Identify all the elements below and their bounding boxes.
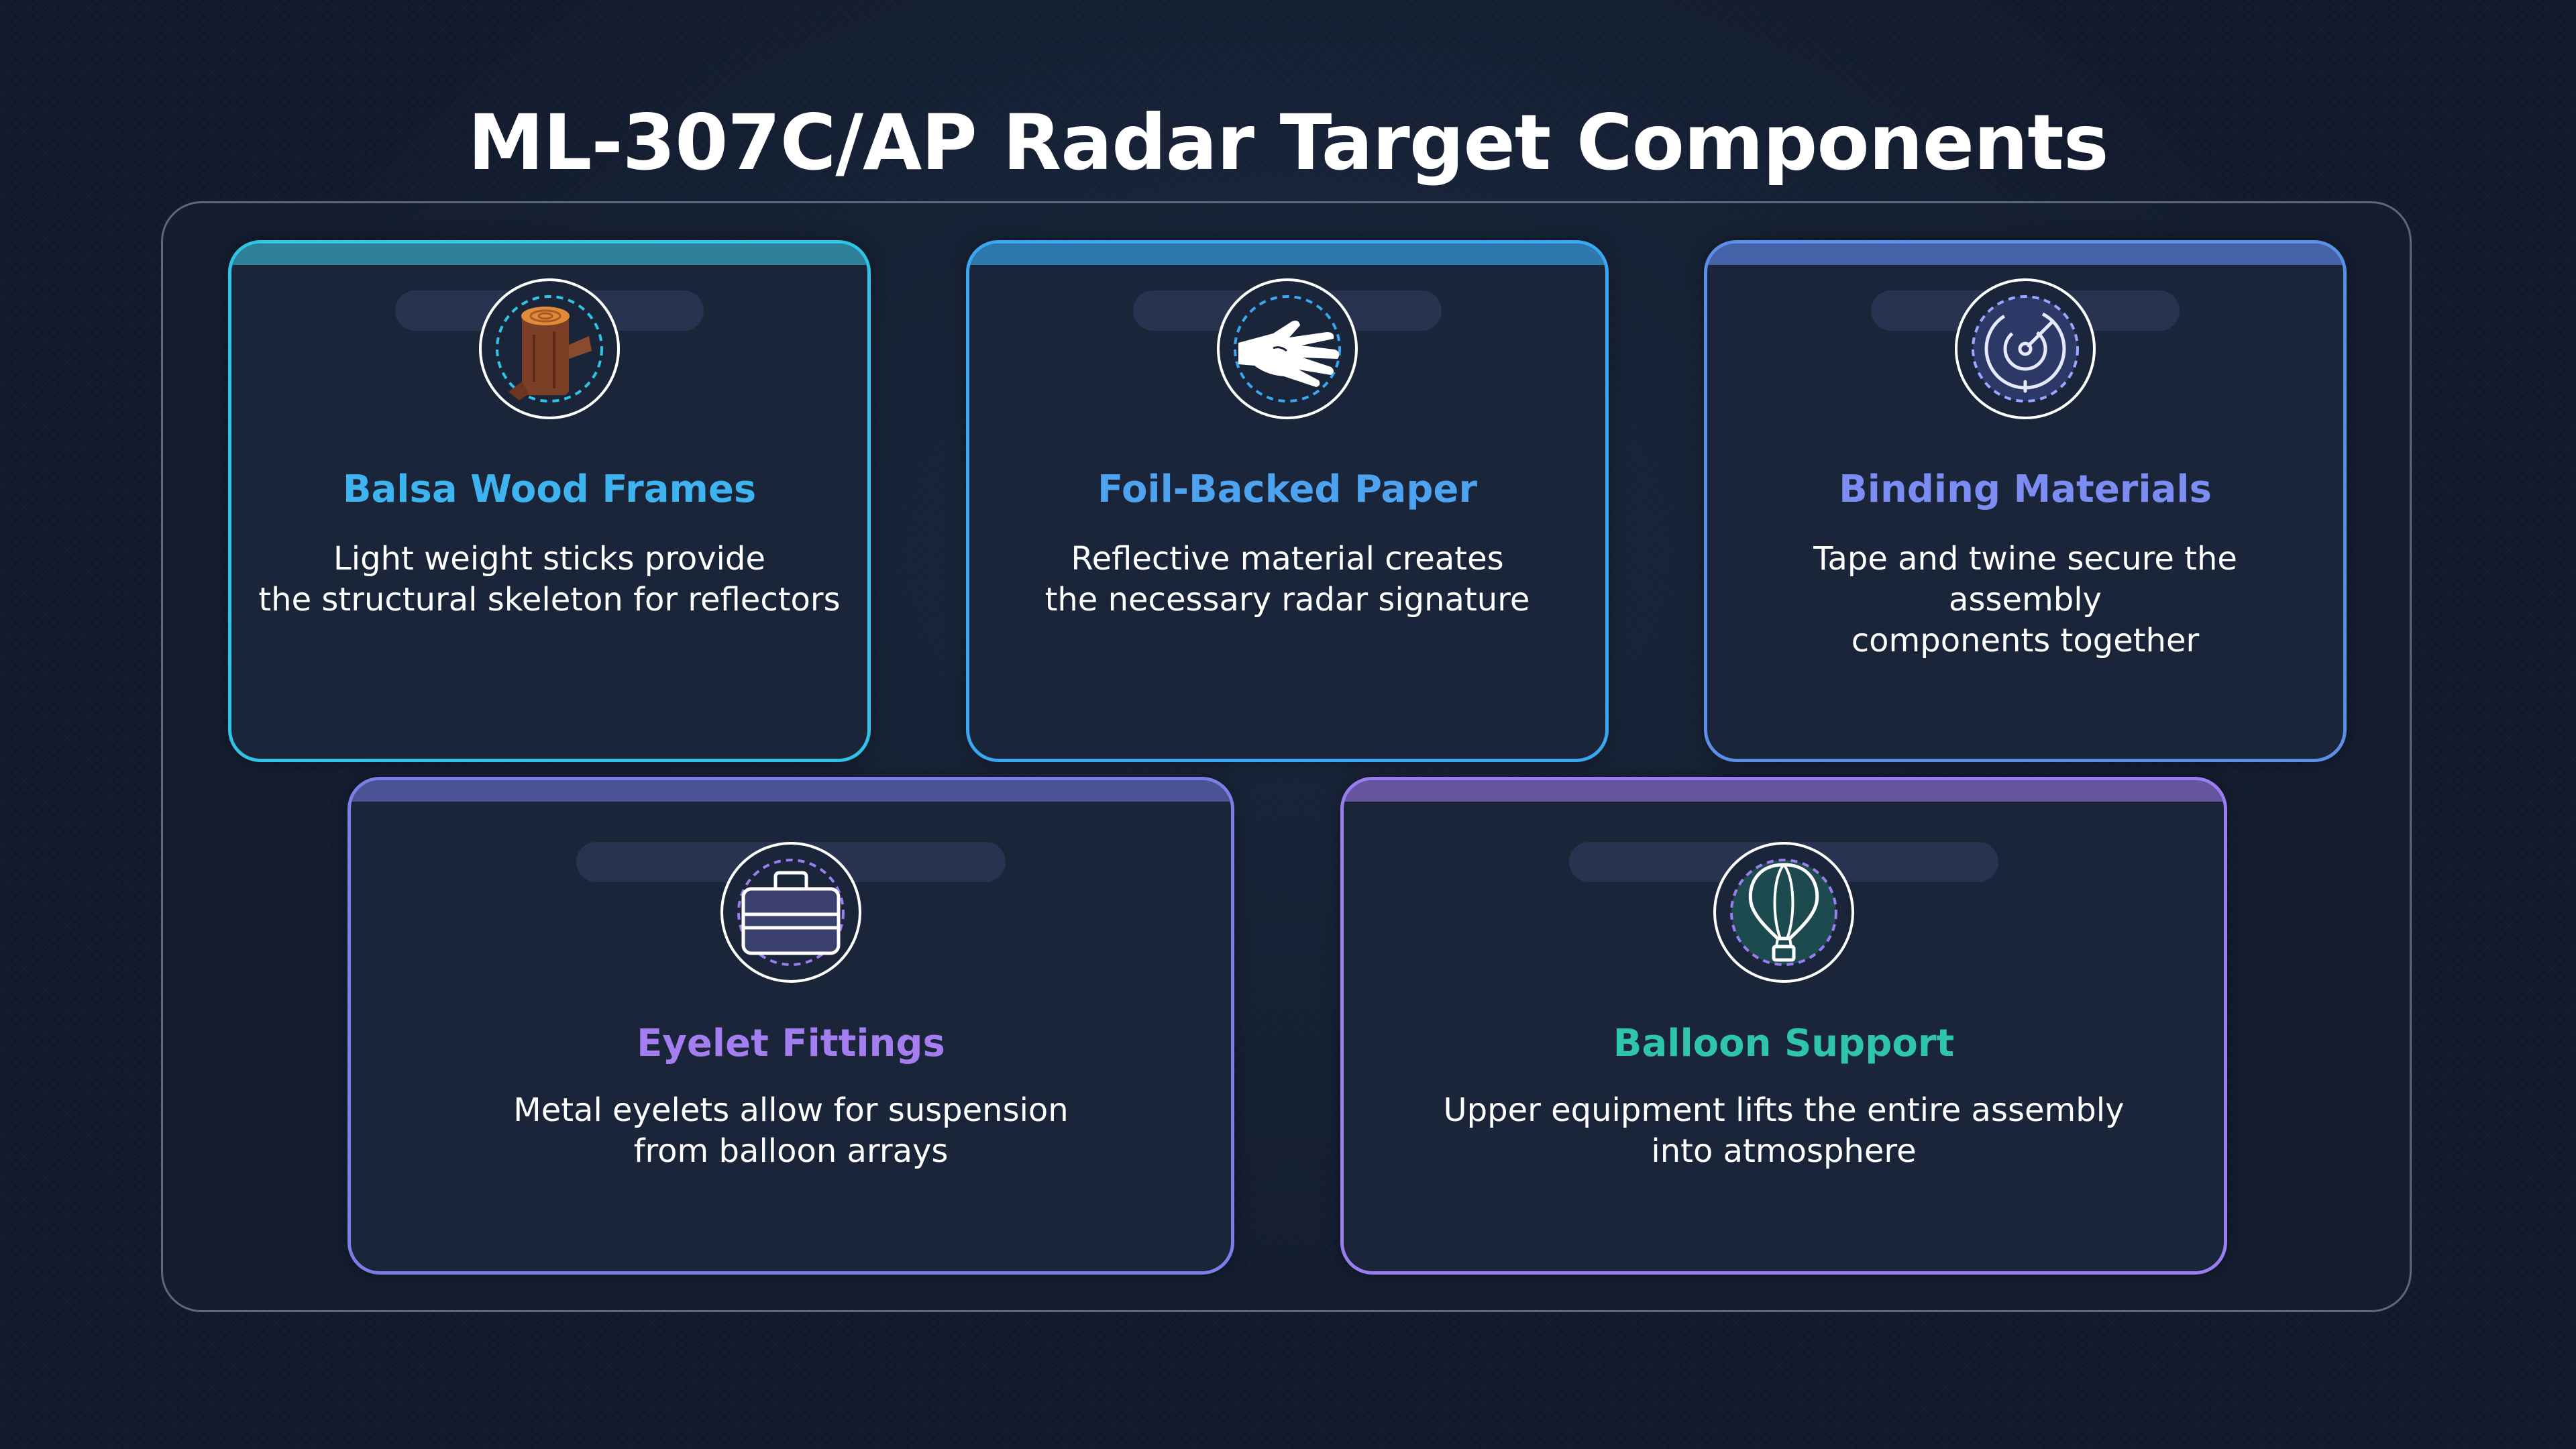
card-balloon-support: Balloon Support Upper equipment lifts th… — [1340, 777, 2227, 1275]
card-header-bar — [231, 244, 867, 265]
card-foil-backed-paper: Foil-Backed Paper Reflective material cr… — [966, 240, 1609, 762]
radar-icon — [1955, 278, 2096, 419]
card-title: Binding Materials — [1839, 468, 2212, 511]
card-binding-materials: Binding Materials Tape and twine secure … — [1704, 240, 2347, 762]
card-title: Balsa Wood Frames — [342, 468, 757, 511]
card-balsa-wood-frames: Balsa Wood Frames Light weight sticks pr… — [228, 240, 871, 762]
hot-air-balloon-icon — [1713, 842, 1854, 983]
card-header-bar — [1344, 780, 2224, 802]
card-header-bar — [969, 244, 1605, 265]
log-icon — [479, 278, 620, 419]
page-title: ML-307C/AP Radar Target Components — [468, 98, 2108, 187]
card-eyelet-fittings: Eyelet Fittings Metal eyelets allow for … — [347, 777, 1234, 1275]
card-title: Foil-Backed Paper — [1097, 468, 1478, 511]
card-title: Balloon Support — [1613, 1022, 1955, 1065]
card-title: Eyelet Fittings — [637, 1022, 945, 1065]
hand-icon — [1217, 278, 1358, 419]
card-header-bar — [1707, 244, 2343, 265]
toolbox-icon — [720, 842, 861, 983]
card-header-bar — [351, 780, 1231, 802]
card-description: Upper equipment lifts the entire assembl… — [1443, 1091, 2125, 1170]
